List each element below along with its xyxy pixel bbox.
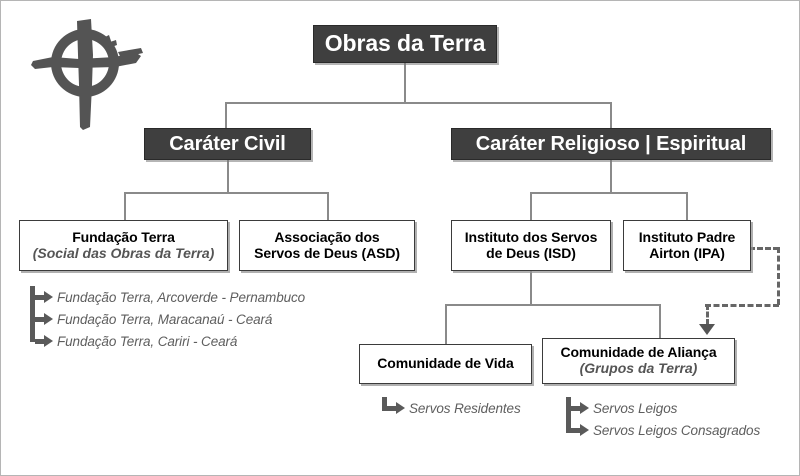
list-item[interactable]: Fundação Terra, Maracanaú - Ceará bbox=[30, 308, 330, 330]
dashed-ipa-left bbox=[705, 304, 779, 307]
node-title: Caráter Civil bbox=[169, 132, 286, 155]
list-item[interactable]: Fundação Terra, Cariri - Ceará bbox=[30, 330, 330, 352]
node-title: Caráter Religioso | Espiritual bbox=[475, 132, 747, 155]
list-item-label: Fundação Terra, Cariri - Ceará bbox=[57, 333, 238, 349]
list-spine bbox=[566, 397, 571, 433]
connector-root-bus bbox=[225, 102, 612, 104]
dashed-ipa-right bbox=[749, 247, 779, 250]
dashed-ipa-drop bbox=[706, 304, 709, 325]
node-title-line2: Servos de Deus (ASD) bbox=[254, 244, 400, 261]
list-alianca-units: Servos Leigos Servos Leigos Consagrados bbox=[566, 397, 791, 441]
node-title-line2: Airton (IPA) bbox=[649, 244, 725, 261]
node-subtitle: (Social das Obras da Terra) bbox=[32, 244, 215, 261]
connector-religioso-down bbox=[610, 160, 612, 193]
list-spine bbox=[30, 286, 35, 342]
connector-to-alianca bbox=[659, 304, 661, 339]
node-title-line1: Associação dos bbox=[274, 228, 380, 245]
connector-to-vida bbox=[445, 304, 447, 345]
node-title: Comunidade de Aliança bbox=[560, 344, 717, 361]
list-vida-units: Servos Residentes bbox=[382, 397, 572, 419]
connector-civil-down bbox=[227, 160, 229, 193]
dashed-ipa-down bbox=[777, 247, 780, 305]
node-fundacao-terra[interactable]: Fundação Terra (Social das Obras da Terr… bbox=[19, 220, 228, 271]
node-obras-da-terra[interactable]: Obras da Terra bbox=[313, 25, 497, 63]
arrow-right-icon bbox=[35, 335, 53, 347]
connector-civil-bus bbox=[124, 192, 329, 194]
arrow-right-icon bbox=[571, 402, 589, 414]
connector-isd-down bbox=[530, 271, 532, 305]
connector-to-ipa bbox=[686, 192, 688, 221]
connector-to-civil bbox=[225, 102, 227, 129]
connector-to-fundacao bbox=[124, 192, 126, 221]
connector-root-down bbox=[404, 63, 406, 103]
list-item[interactable]: Servos Leigos Consagrados bbox=[566, 419, 791, 441]
node-carater-civil[interactable]: Caráter Civil bbox=[144, 128, 311, 160]
node-comunidade-de-alianca[interactable]: Comunidade de Aliança (Grupos da Terra) bbox=[542, 338, 735, 384]
list-item-label: Fundação Terra, Arcoverde - Pernambuco bbox=[57, 289, 306, 305]
arrow-right-icon bbox=[387, 402, 405, 414]
node-title-line1: Instituto dos Servos bbox=[464, 228, 598, 245]
arrow-right-icon bbox=[35, 313, 53, 325]
list-item[interactable]: Servos Leigos bbox=[566, 397, 791, 419]
node-instituto-servos-de-deus[interactable]: Instituto dos Servos de Deus (ISD) bbox=[451, 220, 611, 271]
connector-to-religioso bbox=[610, 102, 612, 129]
list-item-label: Servos Leigos bbox=[593, 400, 678, 416]
node-instituto-padre-airton[interactable]: Instituto Padre Airton (IPA) bbox=[623, 220, 751, 271]
list-item[interactable]: Fundação Terra, Arcoverde - Pernambuco bbox=[30, 286, 330, 308]
arrow-right-icon bbox=[571, 424, 589, 436]
connector-to-isd bbox=[530, 192, 532, 221]
node-carater-religioso-espiritual[interactable]: Caráter Religioso | Espiritual bbox=[451, 128, 771, 160]
list-spine bbox=[382, 397, 387, 411]
node-title: Comunidade de Vida bbox=[377, 355, 514, 372]
node-associacao-servos-de-deus[interactable]: Associação dos Servos de Deus (ASD) bbox=[239, 220, 415, 271]
list-item-label: Fundação Terra, Maracanaú - Ceará bbox=[57, 311, 273, 327]
node-title-line2: de Deus (ISD) bbox=[486, 244, 576, 261]
node-title: Obras da Terra bbox=[324, 30, 486, 57]
node-subtitle: (Grupos da Terra) bbox=[579, 360, 698, 376]
list-item[interactable]: Servos Residentes bbox=[382, 397, 572, 419]
node-title: Fundação Terra bbox=[72, 228, 175, 245]
connector-religioso-bus bbox=[530, 192, 687, 194]
list-item-label: Servos Residentes bbox=[409, 400, 521, 416]
list-item-label: Servos Leigos Consagrados bbox=[593, 422, 761, 438]
dashed-arrowhead-icon bbox=[699, 324, 715, 335]
node-comunidade-de-vida[interactable]: Comunidade de Vida bbox=[359, 344, 532, 384]
connector-isd-bus bbox=[445, 304, 661, 306]
connector-to-asd bbox=[327, 192, 329, 221]
cross-circle-logo bbox=[23, 15, 145, 131]
arrow-right-icon bbox=[35, 291, 53, 303]
node-title-line1: Instituto Padre bbox=[638, 228, 736, 245]
list-fundacao-units: Fundação Terra, Arcoverde - Pernambuco F… bbox=[30, 286, 330, 352]
